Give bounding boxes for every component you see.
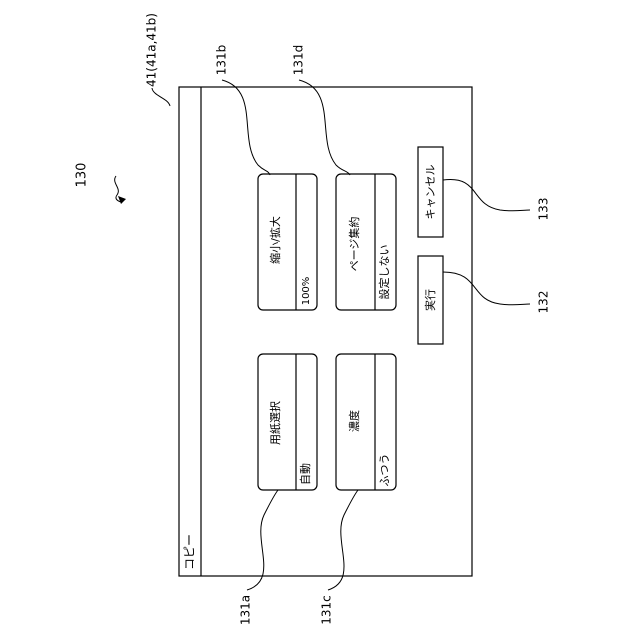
screen-title: コピー [183,534,197,570]
ref-131b: 131b [215,45,229,76]
page-aggregate-label: ページ集約 [347,217,361,272]
paper-select-label: 用紙選択 [268,401,282,445]
page-aggregate-value: 設定しない [377,245,391,300]
screen-ref-label: 41(41a,41b) [145,13,159,87]
figure-number: 130 [75,163,90,188]
reduce-enlarge-label: 縮小/拡大 [268,216,282,264]
page-aggregate-button[interactable]: ページ集約 設定しない [336,174,396,310]
cancel-button[interactable]: キャンセル [418,147,443,237]
cancel-label: キャンセル [424,165,437,220]
execute-label: 実行 [423,289,437,311]
ref-131d: 131d [292,45,306,76]
paper-select-value: 自動 [298,463,312,485]
density-button[interactable]: 濃度 ふつう [336,354,396,490]
ref-131a: 131a [239,595,253,625]
ref-133: 133 [537,198,551,221]
paper-select-button[interactable]: 用紙選択 自動 [258,354,317,490]
ref-132: 132 [537,291,551,314]
screen-ref-leader [152,88,170,106]
density-label: 濃度 [347,410,361,432]
reduce-enlarge-value: 100% [301,277,312,306]
execute-button[interactable]: 実行 [418,256,443,344]
ref-131c: 131c [320,595,334,625]
reduce-enlarge-button[interactable]: 縮小/拡大 100% [258,174,317,310]
density-value: ふつう [378,454,391,487]
figure-arrowhead [118,196,126,204]
